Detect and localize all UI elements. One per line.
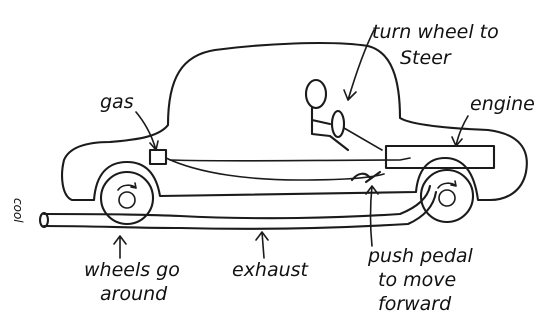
smoke-text: cool bbox=[11, 198, 25, 223]
front-hub bbox=[119, 192, 135, 208]
rear-wheel bbox=[421, 170, 473, 222]
front-wheel bbox=[101, 172, 153, 224]
steer-label-line2: Steer bbox=[400, 47, 452, 69]
gas-arrow bbox=[136, 112, 158, 150]
wheels-label-line2: around bbox=[100, 283, 168, 305]
pedal-label-line2: to move bbox=[378, 269, 456, 291]
car-body-outline bbox=[62, 43, 527, 200]
wheels-label-line1: wheels go bbox=[84, 259, 180, 281]
rear-hub bbox=[439, 190, 455, 206]
body-inner-line bbox=[170, 158, 410, 161]
pedal-label-line3: forward bbox=[378, 293, 452, 315]
exhaust-arrow bbox=[256, 232, 268, 258]
steer-arrow bbox=[344, 30, 374, 100]
gas-label: gas bbox=[100, 91, 134, 113]
engine-arrow bbox=[452, 116, 468, 146]
steering-column bbox=[344, 128, 382, 150]
wheels-arrow bbox=[114, 236, 126, 258]
driver-head bbox=[306, 80, 326, 108]
exhaust-outlet bbox=[40, 213, 48, 227]
pedal-label-line1: push pedal bbox=[367, 245, 474, 267]
exhaust-label: exhaust bbox=[232, 259, 310, 281]
front-wheel-spin-icon bbox=[118, 183, 136, 190]
exhaust-pipe-lower bbox=[44, 192, 436, 229]
engine-block bbox=[386, 146, 494, 168]
gas-tank bbox=[150, 150, 166, 164]
steer-label-line1: turn wheel to bbox=[372, 21, 499, 43]
rear-wheel-spin-icon bbox=[438, 181, 456, 188]
steering-wheel bbox=[332, 111, 344, 137]
engine-label: engine bbox=[470, 93, 535, 115]
